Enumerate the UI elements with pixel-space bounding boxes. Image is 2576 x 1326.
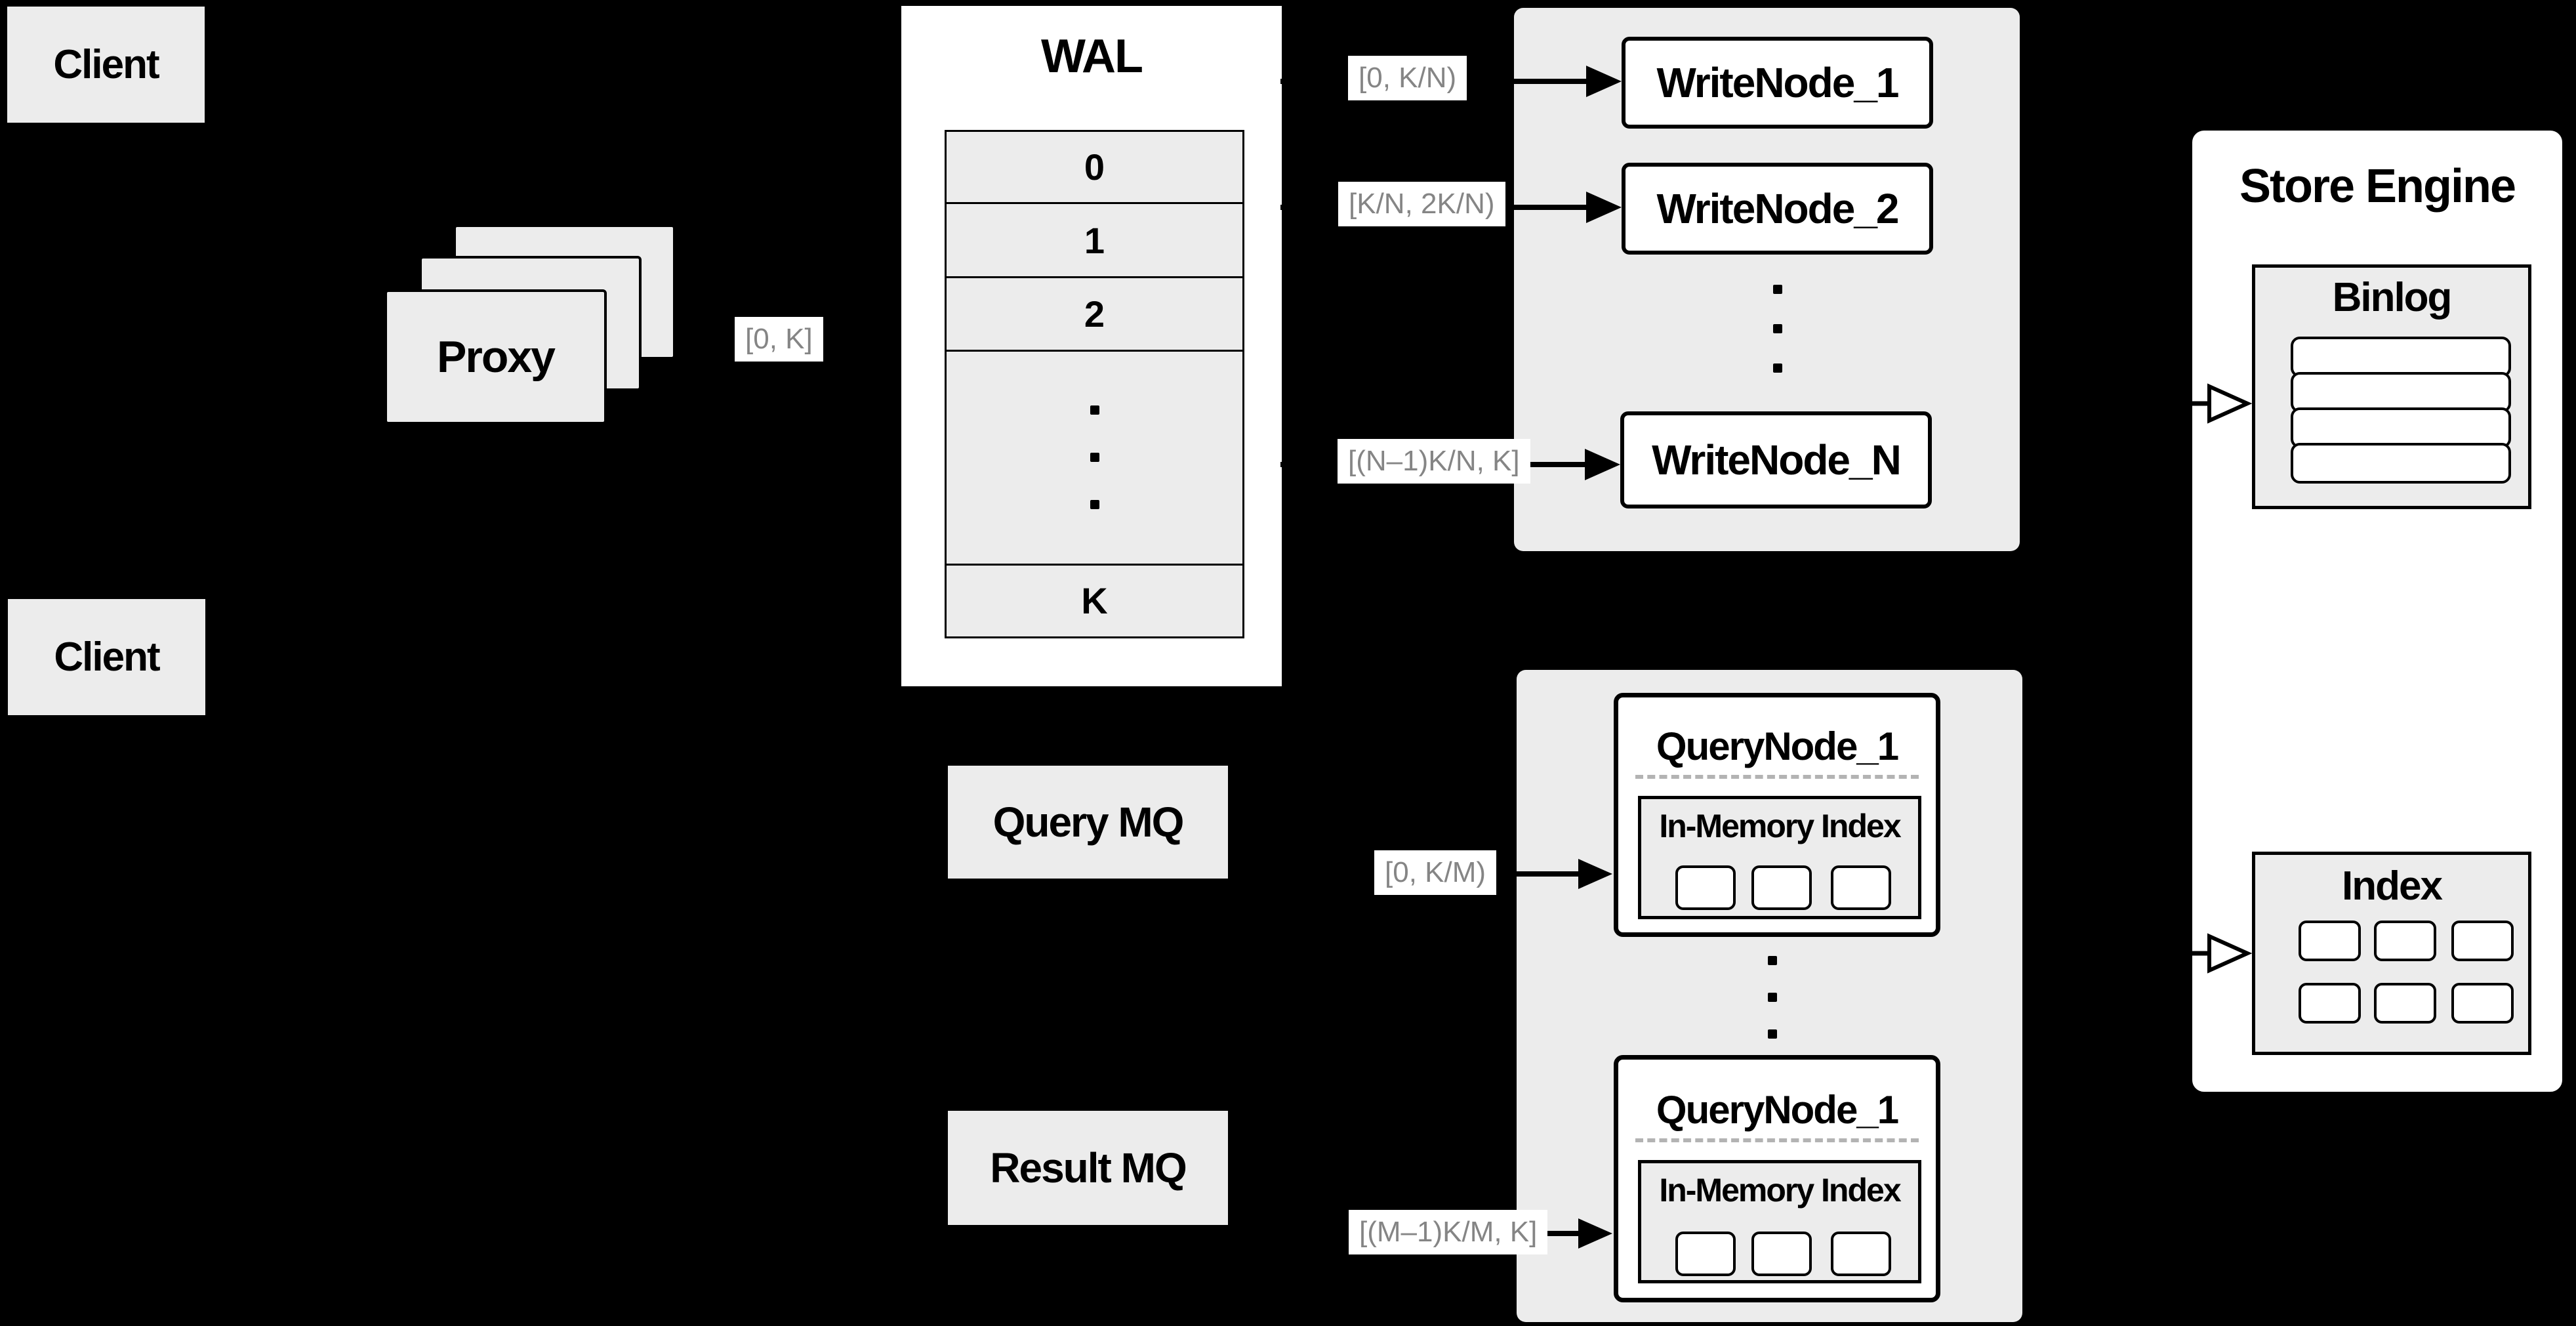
writenode-2-box: WriteNode_2 <box>1622 163 1933 255</box>
index-chip <box>2451 983 2514 1024</box>
ellipsis-dot <box>1768 956 1777 965</box>
store-engine-title: Store Engine <box>2239 160 2516 213</box>
wal-segment-table: 0 1 2 K <box>945 130 1244 638</box>
range-label-proxy-out: [0, K] <box>735 317 823 362</box>
range-label-writenode-1: [0, K/N) <box>1348 56 1467 100</box>
arrow-to-binlog <box>2022 383 2253 424</box>
ellipsis-dot <box>1090 500 1099 510</box>
index-chip <box>1751 1232 1812 1276</box>
index-title: Index <box>2342 863 2443 909</box>
index-chip <box>2374 921 2436 961</box>
index-chip <box>1675 865 1736 910</box>
index-chip <box>1831 1232 1891 1276</box>
index-chip <box>2299 983 2361 1024</box>
dashed-divider <box>1635 775 1919 779</box>
index-chip <box>1675 1232 1736 1276</box>
ellipsis-dot <box>1090 453 1099 463</box>
index-chip <box>1831 865 1891 910</box>
wal-title: WAL <box>1041 30 1143 83</box>
client-box-middle: Client <box>6 597 207 717</box>
ellipsis-dot <box>1773 285 1782 294</box>
index-chip <box>1751 865 1812 910</box>
ellipsis-dot <box>1090 405 1099 415</box>
querynode-bottom-title: QueryNode_1 <box>1656 1088 1899 1132</box>
ellipsis-dot <box>1773 363 1782 373</box>
arrow-to-index <box>2024 933 2253 974</box>
range-label-querynode-top: [0, K/M) <box>1374 850 1497 895</box>
range-label-writenode-2: [K/N, 2K/N) <box>1338 182 1505 226</box>
index-chip <box>2374 983 2436 1024</box>
binlog-row <box>2291 443 2511 484</box>
wal-row-2: 2 <box>947 276 1242 350</box>
index-box: Index <box>2252 852 2531 1055</box>
writenode-1-box: WriteNode_1 <box>1622 37 1933 129</box>
ellipsis-dot <box>1773 324 1782 333</box>
result-mq-box: Result MQ <box>946 1109 1230 1227</box>
binlog-box: Binlog <box>2252 264 2531 509</box>
arrow-to-querynode-top <box>1476 859 1612 889</box>
ellipsis-dot <box>1768 1029 1777 1039</box>
wal-row-ellipsis <box>947 350 1242 563</box>
wal-box: WAL 0 1 2 K <box>899 3 1284 689</box>
store-engine-box: Store Engine Binlog Index <box>2188 127 2566 1096</box>
proxy-card-front: Proxy <box>384 289 607 425</box>
querynode-bottom-box: QueryNode_1 In-Memory Index <box>1614 1055 1940 1302</box>
range-label-writenode-n: [(N–1)K/N, K] <box>1338 439 1530 484</box>
in-memory-index-bottom: In-Memory Index <box>1638 1160 1921 1283</box>
writenode-n-box: WriteNode_N <box>1620 411 1932 508</box>
ellipsis-dot <box>1768 993 1777 1002</box>
dashed-divider <box>1635 1138 1919 1142</box>
querynode-top-title: QueryNode_1 <box>1656 724 1899 768</box>
wal-row-0: 0 <box>1084 146 1105 188</box>
query-mq-box: Query MQ <box>946 764 1230 881</box>
index-chip <box>2451 921 2514 961</box>
wal-row-k: K <box>947 563 1242 636</box>
range-label-querynode-bottom: [(M–1)K/M, K] <box>1349 1210 1548 1254</box>
querynode-top-box: QueryNode_1 In-Memory Index <box>1614 693 1940 937</box>
in-memory-index-top-title: In-Memory Index <box>1659 808 1901 844</box>
binlog-title: Binlog <box>2332 275 2453 320</box>
client-box-top: Client <box>5 5 207 125</box>
wal-row-1: 1 <box>947 202 1242 276</box>
index-chip <box>2299 921 2361 961</box>
in-memory-index-bottom-title: In-Memory Index <box>1659 1172 1901 1209</box>
in-memory-index-top: In-Memory Index <box>1638 796 1921 919</box>
